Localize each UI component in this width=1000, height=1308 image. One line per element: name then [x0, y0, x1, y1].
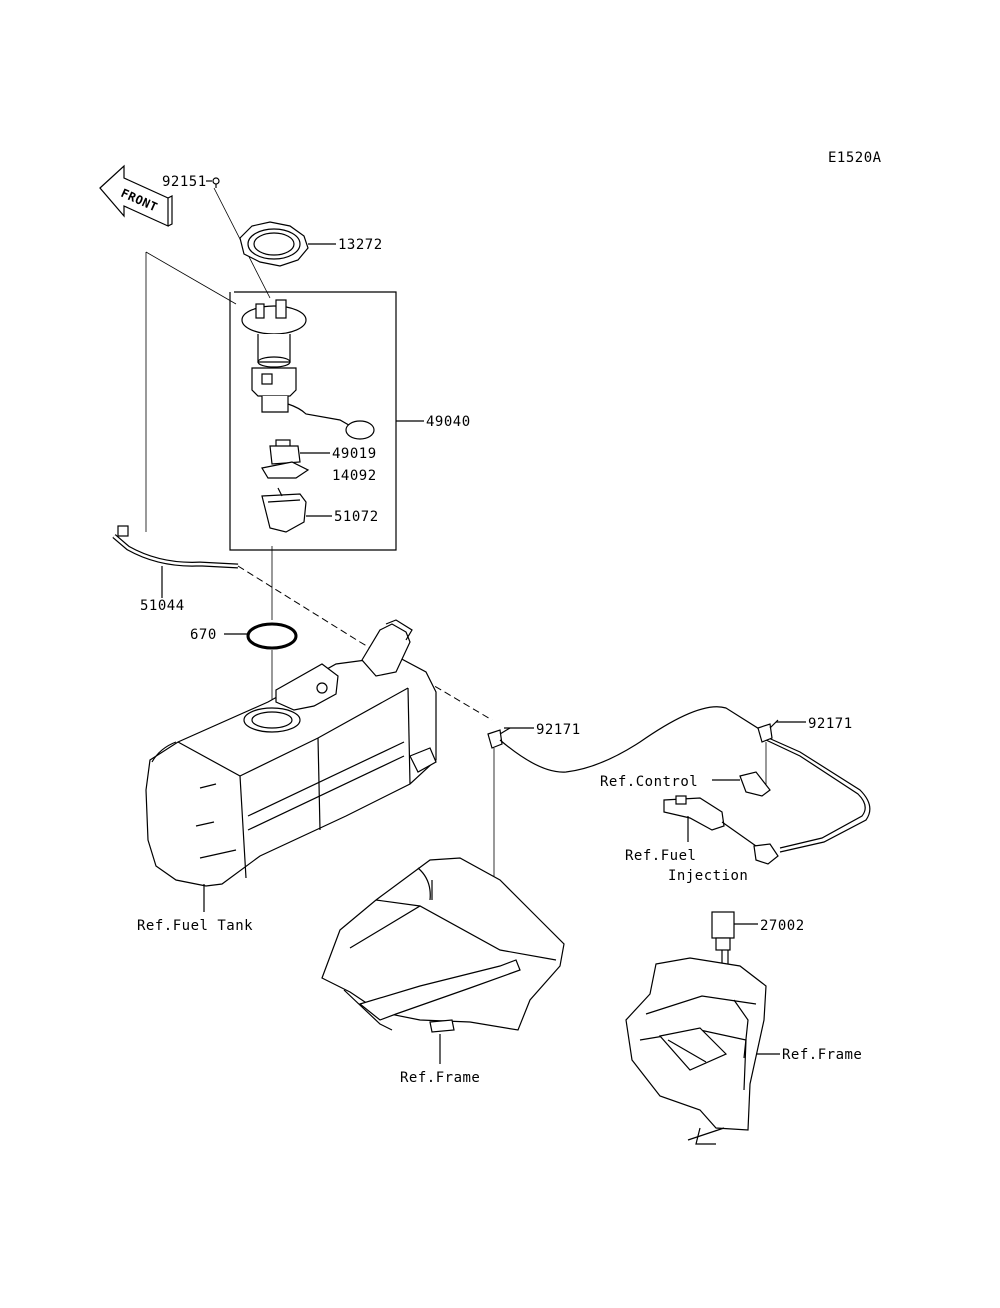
hose-51044	[112, 525, 239, 569]
plate-13272	[239, 221, 309, 267]
ref-fuel-tank: Ref.Fuel Tank	[137, 918, 253, 934]
fuel-line	[499, 706, 765, 773]
diagram-code: E1520A	[828, 150, 882, 166]
routing-line	[237, 565, 493, 721]
callout-14092: 14092	[332, 468, 377, 484]
strainer-51072	[261, 487, 307, 533]
callout-92171-left: 92171	[536, 722, 581, 738]
callout-13272: 13272	[338, 237, 383, 253]
ref-frame-right: Ref.Frame	[782, 1047, 862, 1063]
o-ring-670	[246, 622, 298, 650]
front-arrow-icon: FRONT	[99, 164, 173, 227]
callout-670: 670	[190, 627, 217, 643]
callout-27002: 27002	[760, 918, 805, 934]
fuel-injector	[663, 795, 779, 865]
clamp-92171-left	[487, 727, 511, 749]
callout-51072: 51072	[334, 509, 379, 525]
screw-92151	[206, 177, 220, 188]
ref-fuel-injection-1: Ref.Fuel	[625, 848, 696, 864]
assembly-bracket-49040	[229, 291, 397, 551]
filter-49019	[269, 445, 301, 465]
callout-92171-right: 92171	[808, 716, 853, 732]
cover-14092	[261, 461, 310, 479]
ref-frame-center: Ref.Frame	[400, 1070, 480, 1086]
callout-49040: 49040	[426, 414, 471, 430]
callout-51044: 51044	[140, 598, 185, 614]
ref-control: Ref.Control	[600, 774, 698, 790]
clamp-92171-right	[757, 719, 779, 743]
fuel-pump-assembly	[241, 299, 375, 451]
fuel-tank	[145, 619, 437, 887]
frame-center	[321, 857, 565, 1033]
frame-right	[625, 957, 767, 1145]
callout-92151: 92151	[162, 174, 207, 190]
control-bracket	[739, 771, 771, 797]
ref-fuel-injection-2: Injection	[668, 868, 748, 884]
callout-49019: 49019	[332, 446, 377, 462]
